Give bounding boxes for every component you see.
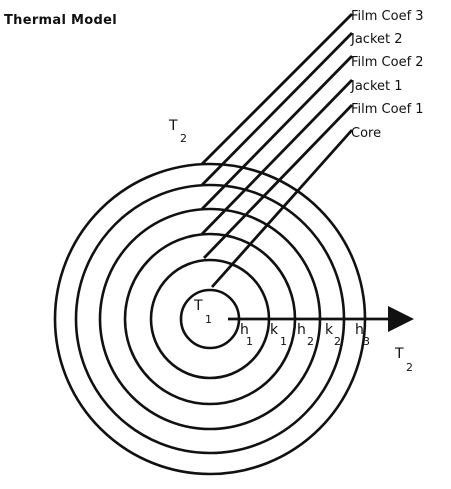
marker-h2-subscript: 2 — [307, 335, 314, 348]
outer-temp-right-symbol: T — [394, 346, 404, 362]
layer-label-jacket-2: Jacket 2 — [350, 32, 403, 47]
marker-h2-symbol: h — [297, 322, 306, 338]
layer-label-film-coef-3: Film Coef 3 — [351, 9, 424, 24]
marker-h1-subscript: 1 — [246, 335, 253, 348]
layer-label-jacket-1: Jacket 1 — [350, 79, 403, 94]
diagram-title: Thermal Model — [4, 13, 117, 28]
arrowhead-icon — [388, 306, 414, 332]
outer-temp-right-subscript: 2 — [406, 361, 413, 374]
marker-k1-subscript: 1 — [280, 335, 287, 348]
layer-label-film-coef-1: Film Coef 1 — [351, 102, 424, 117]
outer-temp-top-symbol: T — [168, 118, 178, 134]
core-leader — [210, 129, 354, 288]
film-coef-3-leader — [201, 13, 353, 165]
film-coef-1-leader — [202, 104, 354, 259]
marker-k2-subscript: 2 — [334, 335, 341, 348]
marker-h3-symbol: h — [355, 322, 364, 338]
marker-k2-symbol: k — [325, 322, 334, 338]
core-temp-subscript: 1 — [205, 313, 212, 326]
layer-label-core: Core — [351, 126, 381, 141]
outer-temp-top-subscript: 2 — [180, 132, 187, 145]
jacket-1-leader — [200, 79, 354, 235]
core-temp-symbol: T — [193, 298, 203, 314]
jacket-2-leader — [201, 32, 353, 186]
film-coef-2-leader — [201, 55, 353, 210]
layer-label-film-coef-2: Film Coef 2 — [351, 55, 424, 70]
marker-k1-symbol: k — [270, 322, 279, 338]
marker-h1-symbol: h — [240, 322, 249, 338]
marker-h3-subscript: 3 — [363, 335, 370, 348]
